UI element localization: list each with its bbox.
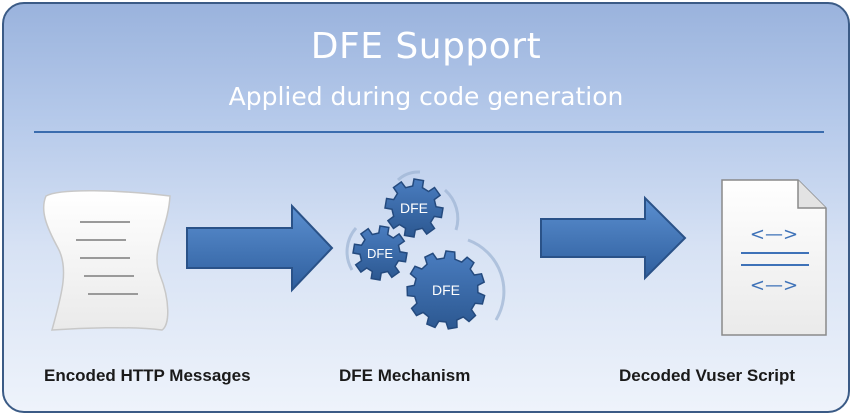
gear-label-1: DFE <box>400 200 428 216</box>
flow-arrow-1 <box>186 203 334 293</box>
code-tag-line-2: <—> <box>750 275 798 296</box>
title-divider <box>34 131 824 133</box>
code-document-icon: <—> <—> <box>721 179 827 336</box>
gear-3-icon <box>406 250 486 330</box>
gear-label-3: DFE <box>432 282 460 298</box>
stage-label-decoded: Decoded Vuser Script <box>619 366 796 385</box>
gear-2-icon <box>352 225 408 281</box>
scroll-document-icon <box>42 190 171 331</box>
gear-1-icon <box>384 178 444 238</box>
flow-arrow-2 <box>540 195 687 281</box>
gear-label-2: DFE <box>367 246 393 261</box>
gears-icon: DFE DFE DFE <box>345 170 506 330</box>
stage-label-mechanism: DFE Mechanism <box>339 366 471 385</box>
stage-label-encoded: Encoded HTTP Messages <box>44 366 251 385</box>
code-tag-line-1: <—> <box>750 224 798 245</box>
diagram-subtitle: Applied during code generation <box>228 82 624 111</box>
diagram-title: DFE Support <box>310 26 542 67</box>
